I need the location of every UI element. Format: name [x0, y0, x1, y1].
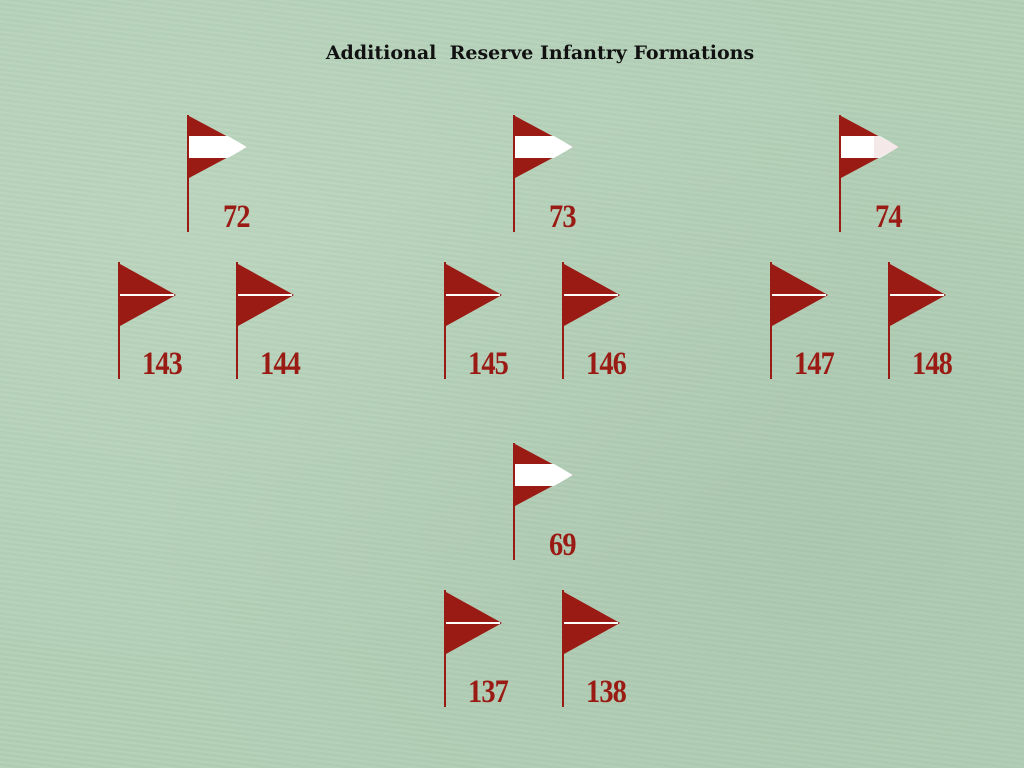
division-flag-icon	[839, 115, 899, 232]
brigade-flag-icon	[444, 590, 502, 707]
brigade-number: 147	[794, 346, 835, 382]
brigade-number: 137	[468, 674, 509, 710]
division-number: 73	[549, 199, 577, 235]
division-flag-icon	[187, 115, 247, 232]
division-flag-icon	[513, 115, 573, 232]
brigade-flag-icon	[888, 262, 946, 379]
brigade-number: 148	[912, 346, 953, 382]
brigade-flag-icon	[770, 262, 828, 379]
brigade-number: 138	[586, 674, 627, 710]
brigade-flag-icon	[562, 262, 620, 379]
brigade-flag-icon	[236, 262, 294, 379]
brigade-number: 144	[260, 346, 301, 382]
brigade-number: 146	[586, 346, 627, 382]
brigade-flag-icon	[444, 262, 502, 379]
brigade-number: 145	[468, 346, 509, 382]
page-title: Additional Reserve Infantry Formations	[325, 42, 755, 64]
brigade-number: 143	[142, 346, 183, 382]
division-flag-icon	[513, 443, 573, 560]
division-number: 69	[549, 527, 577, 563]
brigade-flag-icon	[562, 590, 620, 707]
division-number: 72	[223, 199, 251, 235]
division-number: 74	[875, 199, 903, 235]
brigade-flag-icon	[118, 262, 176, 379]
